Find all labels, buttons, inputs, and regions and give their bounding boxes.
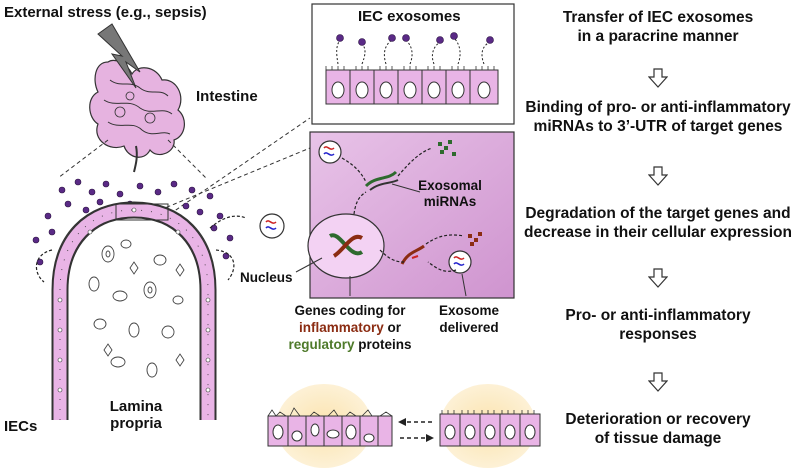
- damaged-epithelium: [267, 407, 393, 447]
- nucleus-pointer: [295, 257, 323, 273]
- step-2: Binding of pro- or anti-inflammatory miR…: [520, 98, 796, 136]
- down-arrow-icon: [648, 372, 668, 392]
- iec-exosome-dots: [336, 32, 494, 46]
- exosomal-mirnas-line2: miRNAs: [423, 193, 477, 209]
- exosome-delivered-pointer: [461, 273, 467, 297]
- recovered-epithelium: [439, 410, 541, 447]
- arrow-left-head: [398, 418, 406, 426]
- genes-proteins: proteins: [354, 337, 412, 352]
- step-4-line2: responses: [619, 326, 697, 343]
- exosomal-mirnas-line1: Exosomal: [418, 178, 482, 193]
- step-2-line1: Binding of pro- or anti-inflammatory: [525, 99, 791, 116]
- genes-coding-label: Genes coding for inflammatory or regulat…: [280, 302, 420, 353]
- external-stress-label: External stress (e.g., sepsis): [4, 4, 207, 21]
- mirna-exosomes: [318, 140, 472, 274]
- step-3: Degradation of the target genes and decr…: [520, 204, 796, 242]
- transition-arrows: [400, 421, 432, 439]
- step-1-line1: Transfer of IEC exosomes: [562, 9, 754, 26]
- iecs-label: IECs: [4, 418, 38, 435]
- step-1: Transfer of IEC exosomes in a paracrine …: [520, 8, 796, 46]
- intestine-illustration: [89, 59, 185, 173]
- down-arrow-icon: [648, 166, 668, 186]
- lamina-propria-line1: Lamina: [109, 398, 163, 415]
- genes-regulatory: regulatory: [288, 337, 355, 352]
- iec-exosomes-label: IEC exosomes: [358, 8, 461, 25]
- iec-exosomes-cells: [325, 66, 499, 105]
- nucleus-label: Nucleus: [240, 270, 293, 285]
- degradation-fragments: [438, 140, 482, 246]
- lamina-propria-label: Lamina propria: [104, 398, 168, 433]
- genes-line3: regulatory proteins: [280, 336, 420, 353]
- mirna-icon: [364, 170, 425, 265]
- arrow-right-head: [426, 434, 434, 442]
- villus-exosome-arrows: [35, 215, 247, 283]
- genes-or: or: [383, 320, 402, 335]
- step-4: Pro- or anti-inflammatory responses: [520, 306, 796, 344]
- exosome-dots: [32, 178, 234, 266]
- step-2-line2: miRNAs to 3’-UTR of target genes: [533, 118, 783, 135]
- exosome-delivered-line2: delivered: [439, 320, 499, 335]
- step-1-line2: in a paracrine manner: [577, 28, 739, 45]
- down-arrow-icon: [648, 268, 668, 288]
- villus: [51, 201, 217, 420]
- exosomal-mirnas-label: Exosomal miRNAs: [416, 178, 484, 209]
- nucleus-icon: [307, 213, 385, 279]
- step-5-line1: Deterioration or recovery: [565, 411, 751, 428]
- genes-inflammatory: inflammatory: [298, 320, 384, 335]
- step-3-line2: decrease in their cellular expression: [524, 224, 792, 241]
- lamina-propria-line2: propria: [110, 415, 162, 433]
- lamina-propria-cells: [88, 239, 185, 378]
- zoom-box-small: [115, 203, 169, 221]
- step-5: Deterioration or recovery of tissue dama…: [520, 410, 796, 448]
- zoom-connectors: [57, 117, 311, 215]
- exosome-icon: [259, 213, 285, 239]
- step-4-line1: Pro- or anti-inflammatory: [565, 307, 751, 324]
- down-arrow-icon: [648, 68, 668, 88]
- mechanism-arrows: [341, 147, 465, 272]
- genes-line1: Genes coding for: [294, 303, 406, 318]
- mirnas-pointer: [391, 183, 421, 193]
- intestine-label: Intestine: [196, 88, 258, 105]
- exosome-delivered-line1: Exosome: [438, 303, 500, 318]
- exosome-delivered-label: Exosome delivered: [434, 302, 504, 336]
- step-5-line2: of tissue damage: [594, 430, 722, 447]
- step-3-line1: Degradation of the target genes and: [525, 205, 791, 222]
- lightning-icon: [97, 23, 141, 89]
- genes-line2: inflammatory or: [280, 319, 420, 336]
